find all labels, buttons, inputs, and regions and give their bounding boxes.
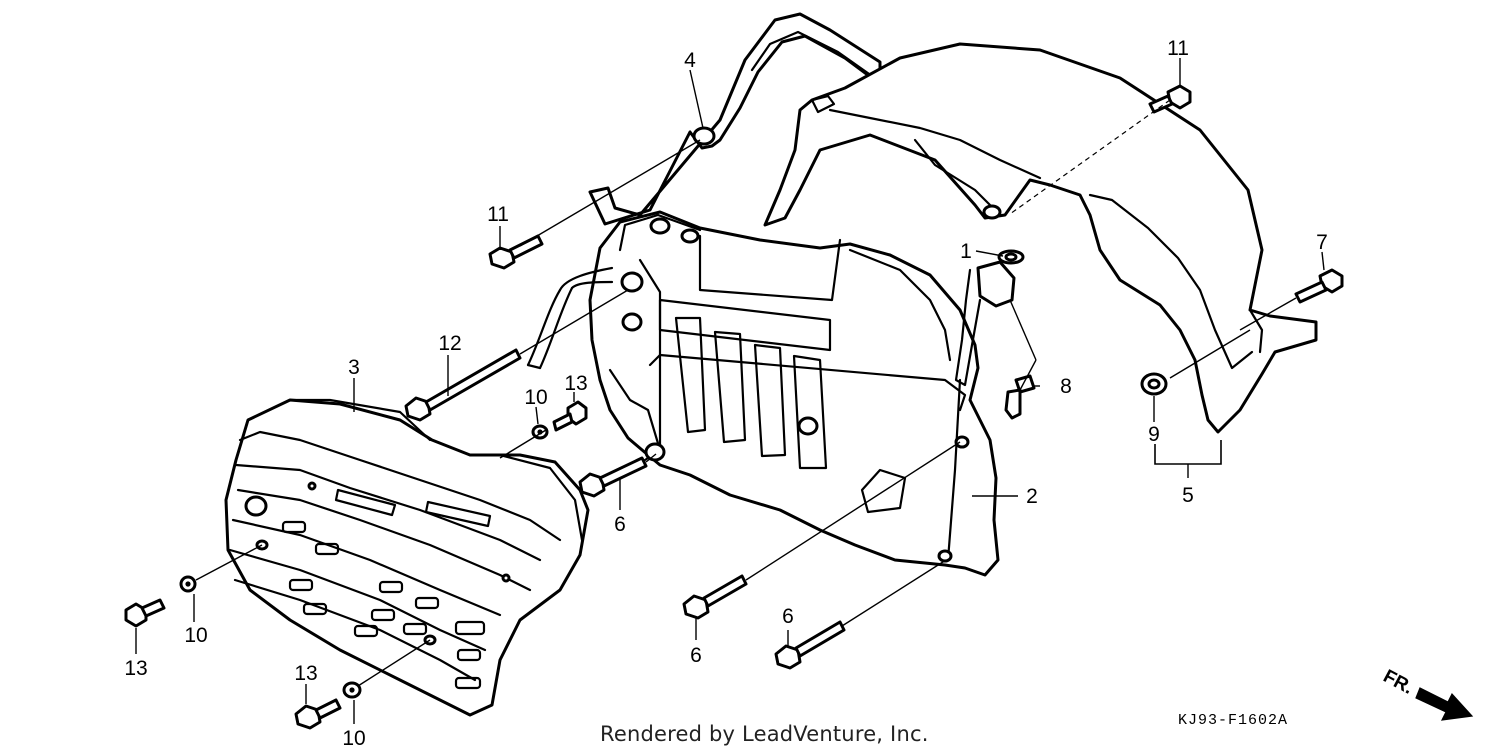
- bolt-6-lower: [774, 620, 846, 670]
- callout-10-bottom: 10: [342, 727, 365, 750]
- front-arrow-icon: [1415, 687, 1474, 721]
- callout-5: 5: [1182, 484, 1194, 507]
- callout-11-right: 11: [1167, 37, 1189, 60]
- frame-cover-part-2: [588, 210, 1000, 577]
- bolt-6-mid: [682, 574, 748, 620]
- callout-2: 2: [1026, 485, 1038, 508]
- washer-10-bottom: [342, 681, 362, 699]
- bolt-11-right: [1148, 84, 1192, 114]
- rear-fender-part-5: [763, 42, 1318, 434]
- front-label: FR.: [1380, 666, 1417, 699]
- collar-part-1: [954, 249, 1025, 387]
- callout-10-left: 10: [184, 624, 207, 647]
- bolt-13-bottom: [294, 698, 342, 730]
- bolt-12: [404, 348, 522, 422]
- grille-slots: [281, 520, 486, 690]
- callout-10-upper: 10: [524, 386, 547, 409]
- grommet-9: [1140, 372, 1168, 396]
- hose: [526, 266, 614, 370]
- callout-4: 4: [684, 49, 696, 72]
- front-direction-indicator: FR.: [1380, 666, 1474, 721]
- callout-12: 12: [438, 332, 461, 355]
- callout-8: 8: [1060, 375, 1072, 398]
- callout-11-left: 11: [487, 203, 509, 226]
- callout-13-bottom: 13: [294, 662, 317, 685]
- diagram-code: KJ93-F1602A: [1178, 712, 1289, 729]
- callout-6-lower: 6: [782, 605, 794, 628]
- callout-13-upper: 13: [564, 372, 587, 395]
- footer-credit: Rendered by LeadVenture, Inc.: [600, 722, 929, 746]
- callout-1: 1: [960, 240, 972, 263]
- callout-3: 3: [348, 356, 360, 379]
- callout-9: 9: [1148, 423, 1160, 446]
- callout-labels: 1 2 3 4 5 6 6 6 7 8 9 10 10 10 11 11 12 …: [124, 37, 1328, 750]
- clip-8: [1004, 374, 1036, 420]
- callout-13-left: 13: [124, 657, 147, 680]
- bolt-13-left: [124, 598, 166, 628]
- bolt-7: [1294, 268, 1344, 304]
- front-grille-part-3: [224, 398, 590, 717]
- callout-6-mid: 6: [690, 644, 702, 667]
- bolt-13-upper: [552, 400, 588, 432]
- callout-7: 7: [1316, 231, 1328, 254]
- washer-10-left: [179, 575, 197, 593]
- bolt-6-upper: [578, 456, 648, 498]
- leader-lines: [135, 58, 1325, 724]
- callout-6-upper: 6: [614, 513, 626, 536]
- bolt-11-left: [488, 234, 544, 270]
